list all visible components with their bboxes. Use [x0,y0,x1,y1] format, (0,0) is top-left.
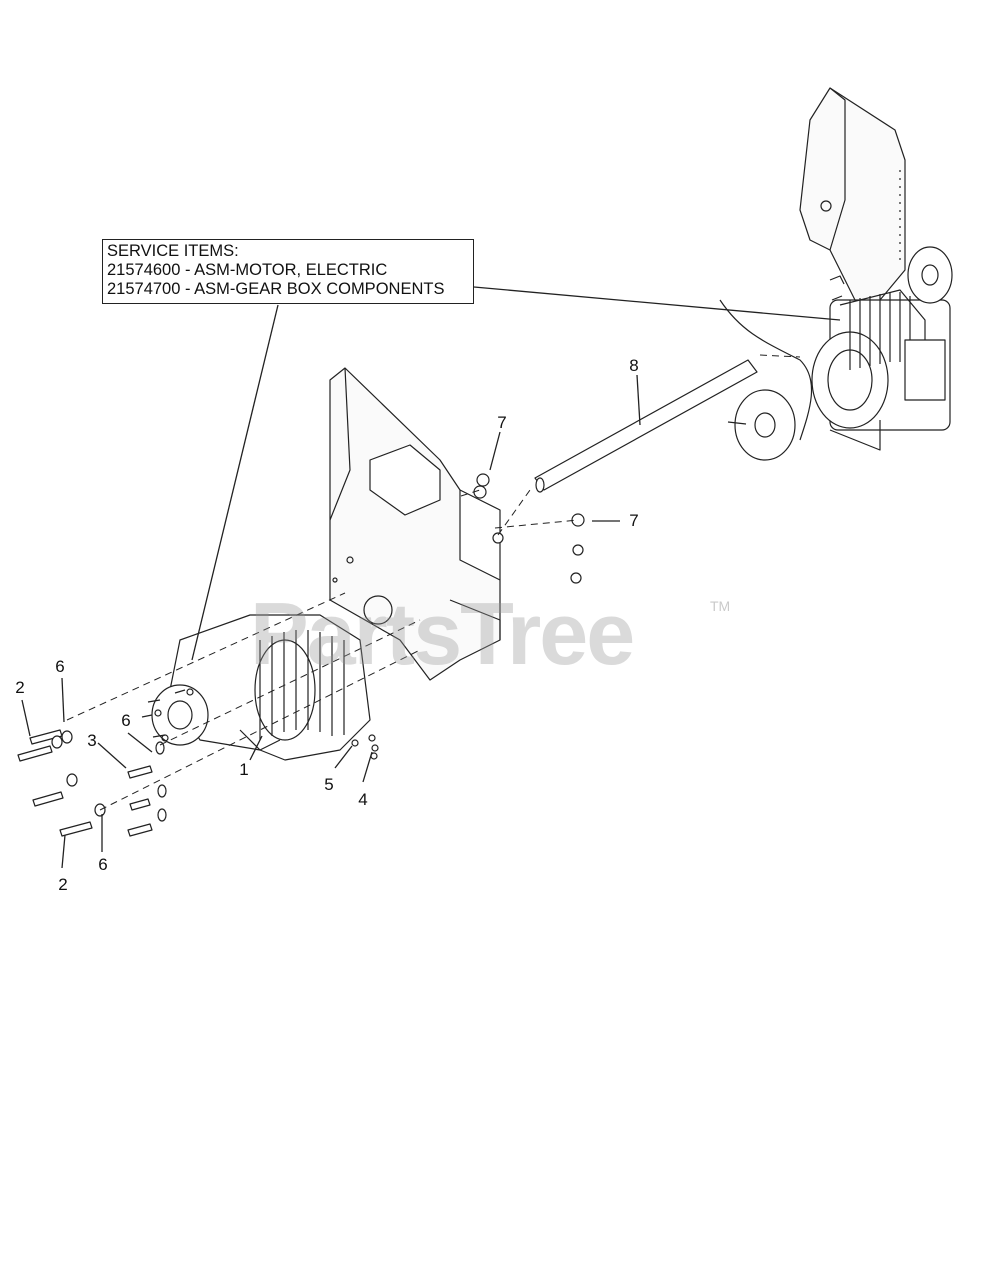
service-item-gearbox: 21574700 - ASM-GEAR BOX COMPONENTS [107,280,445,298]
service-items-heading: SERVICE ITEMS: [107,242,239,260]
leader-lines [21,286,841,869]
callout-5[interactable]: 5 [324,775,334,794]
service-item-motor: 21574600 - ASM-MOTOR, ELECTRIC [107,261,388,279]
callout-8[interactable]: 8 [629,356,639,375]
callout-1[interactable]: 1 [239,760,249,779]
callout-2-bottom[interactable]: 2 [58,875,68,894]
bolts-and-washers [17,729,379,837]
callout-6-bottom[interactable]: 6 [98,855,108,874]
callout-6-top[interactable]: 6 [55,657,65,676]
callout-3[interactable]: 3 [87,731,97,750]
callout-7-right[interactable]: 7 [629,511,639,530]
center-frame-plate [329,367,501,681]
watermark: PartsTree [250,584,635,683]
callout-4[interactable]: 4 [358,790,368,809]
nuts-7 [473,473,585,584]
callout-2-top[interactable]: 2 [15,678,25,697]
shaft-8 [534,359,758,493]
callout-7-top[interactable]: 7 [497,413,507,432]
right-frame-plate [799,87,906,311]
watermark-tm: TM [710,598,731,614]
service-items-box: SERVICE ITEMS: 21574600 - ASM-MOTOR, ELE… [102,239,474,304]
callout-6-middle[interactable]: 6 [121,711,131,730]
right-motor-assembly [719,246,953,461]
alignment-lines [66,354,801,811]
